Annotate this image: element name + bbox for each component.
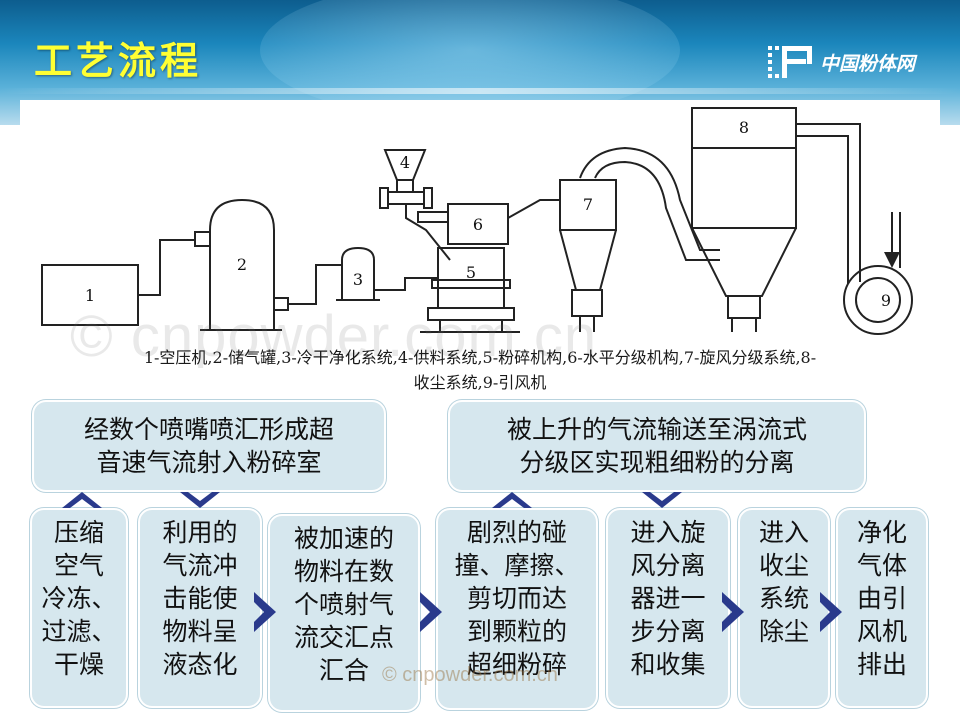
step-line: 超细粉碎 [466, 650, 567, 679]
step-line: 风机 [856, 617, 907, 646]
step-line: 气流冲 [162, 551, 238, 580]
label-1: 1 [85, 286, 95, 305]
header-light-band [0, 88, 960, 94]
step-line: 剪切而达 [466, 584, 567, 613]
top-box-classification: 被上升的气流输送至涡流式 分级区实现粗细粉的分离 [448, 400, 866, 492]
chevron-right-icon [820, 592, 842, 632]
step-line: 空气 [53, 551, 104, 580]
step-line: 个喷射气 [293, 590, 394, 619]
chevron-up-icon [492, 492, 532, 508]
step-line: 汇合 [318, 656, 369, 685]
chevron-right-icon [420, 592, 442, 632]
chevron-right-icon [722, 592, 744, 632]
watermark: © cnpowder.com.cn [70, 304, 598, 369]
step-box-5: 进入旋 风分离 器进一 步分离 和收集 [606, 508, 730, 708]
air-tank [209, 198, 275, 331]
cnpowder-logo-icon [768, 46, 812, 78]
chevron-down-icon [180, 492, 220, 508]
chevron-down-icon [642, 492, 682, 508]
step-line: 流交汇点 [293, 623, 394, 652]
step-line: 剧烈的碰 [466, 518, 567, 547]
step-line: 物料在数 [293, 557, 394, 586]
step-line: 进入旋 [630, 518, 706, 547]
step-line: 击能使 [162, 584, 238, 613]
top-box-nozzle: 经数个喷嘴喷汇形成超 音速气流射入粉碎室 [32, 400, 386, 492]
step-line: 排出 [856, 650, 907, 679]
top-box-line: 经数个喷嘴喷汇形成超 [83, 415, 334, 444]
step-line: 过滤、 [41, 617, 117, 646]
chevron-right-icon [254, 592, 276, 632]
logo-text: 中国粉体网 [820, 52, 916, 75]
label-6: 6 [473, 215, 483, 234]
process-flow-diagram: 1 2 3 4 5 6 7 8 9 [20, 100, 940, 400]
label-7: 7 [583, 195, 593, 214]
step-line: 步分离 [630, 617, 706, 646]
step-line: 被加速的 [293, 524, 394, 553]
watermark-small: © cnpowder.com.cn [382, 664, 558, 686]
label-3: 3 [353, 270, 363, 289]
dryer [341, 246, 375, 301]
step-line: 进入 [758, 518, 809, 547]
diagram-caption: 1-空压机,2-储气罐,3-冷干净化系统,4-供料系统,5-粉碎机构,6-水平分… [40, 345, 920, 395]
step-box-3: 被加速的 物料在数 个喷射气 流交汇点 汇合 [268, 514, 420, 712]
label-2: 2 [237, 255, 247, 274]
caption-line-2: 收尘系统,9-引风机 [413, 373, 547, 392]
cyclone [559, 179, 617, 231]
top-box-line: 音速气流射入粉碎室 [96, 448, 322, 477]
logo: 中国粉体网 [766, 40, 915, 84]
step-line: 除尘 [758, 617, 809, 646]
step-line: 气体 [856, 551, 907, 580]
step-line: 利用的 [162, 518, 238, 547]
page-title: 工艺流程 [34, 39, 203, 83]
step-line: 系统 [758, 584, 809, 613]
step-line: 和收集 [630, 650, 706, 679]
step-line: 由引 [856, 584, 907, 613]
label-4: 4 [400, 153, 410, 172]
step-line: 干燥 [53, 650, 104, 679]
step-line: 收尘 [758, 551, 809, 580]
step-line: 液态化 [162, 650, 238, 679]
step-line: 器进一 [630, 584, 706, 613]
step-box-4: 剧烈的碰 撞、摩擦、 剪切而达 到颗粒的 超细粉碎 [436, 508, 598, 710]
step-line: 撞、摩擦、 [454, 551, 580, 580]
step-line: 到颗粒的 [466, 617, 567, 646]
caption-line-1: 1-空压机,2-储气罐,3-冷干净化系统,4-供料系统,5-粉碎机构,6-水平分… [143, 348, 817, 367]
top-box-line: 分级区实现粗细粉的分离 [519, 448, 795, 477]
top-box-line: 被上升的气流输送至涡流式 [506, 415, 807, 444]
step-box-2: 利用的 气流冲 击能使 物料呈 液态化 [138, 508, 262, 708]
classifier [447, 203, 509, 245]
step-box-6: 进入 收尘 系统 除尘 [738, 508, 830, 708]
label-9: 9 [881, 291, 891, 310]
label-5: 5 [466, 263, 476, 282]
step-box-1: 压缩 空气 冷冻、 过滤、 干燥 [30, 508, 128, 708]
step-box-7: 净化 气体 由引 风机 排出 [836, 508, 928, 708]
step-line: 风分离 [630, 551, 706, 580]
step-line: 净化 [856, 518, 907, 547]
label-8: 8 [739, 118, 749, 137]
induced-draft-fan [843, 265, 913, 335]
step-line: 压缩 [53, 518, 104, 547]
chevron-up-icon [62, 492, 102, 508]
step-line: 冷冻、 [41, 584, 117, 613]
step-line: 物料呈 [162, 617, 238, 646]
